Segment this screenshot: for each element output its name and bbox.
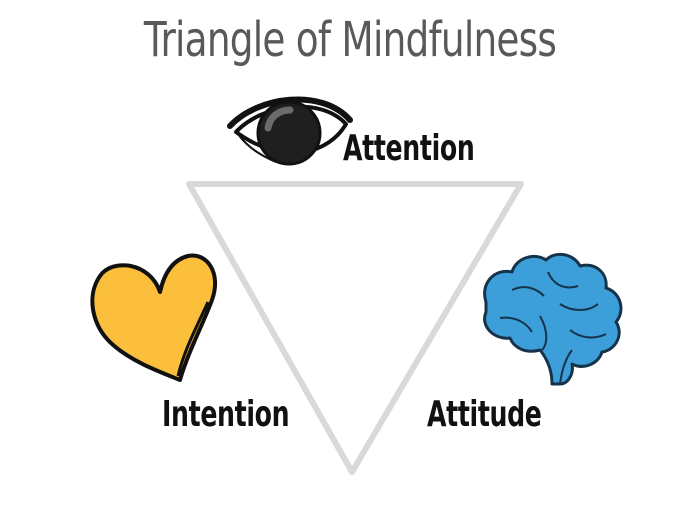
attention-label: Attention — [343, 128, 475, 169]
attitude-label: Attitude — [427, 394, 542, 435]
eye-icon — [227, 96, 353, 166]
diagram-title: Triangle of Mindfulness — [143, 12, 557, 68]
triangle-shape — [186, 181, 524, 475]
brain-icon — [483, 252, 623, 386]
heart-icon — [90, 253, 218, 382]
intention-label: Intention — [162, 394, 290, 435]
